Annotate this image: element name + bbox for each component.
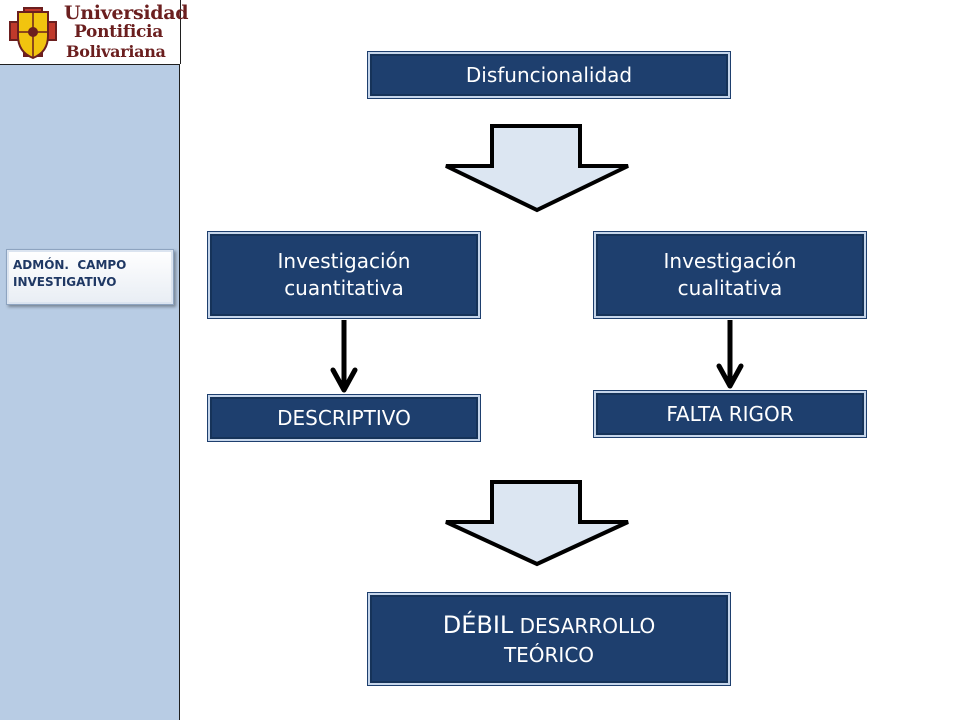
box-label: Disfuncionalidad [465, 62, 633, 87]
quantitative-research-box: Investigación cuantitativa [208, 232, 480, 318]
logo-line-1: Universidad [64, 2, 189, 24]
logo-wordmark: Universidad Pontificia Bolivariana [64, 2, 189, 62]
block-arrow-down-icon [445, 124, 629, 213]
university-seal-icon [9, 7, 57, 60]
box-label-rest: DESARROLLO [513, 614, 656, 639]
sidebar-section-label[interactable]: ADMÓN. CAMPO INVESTIGATIVO [6, 249, 174, 305]
box-label-line-2: cuantitativa [284, 276, 404, 300]
weak-theoretical-development-box: DÉBIL DESARROLLO TEÓRICO [368, 593, 730, 685]
box-label: DESCRIPTIVO [277, 405, 411, 430]
arrow-down-icon [330, 320, 358, 393]
logo-line-2: Pontificia [74, 22, 163, 42]
arrow-down-icon [716, 320, 744, 389]
logo: Universidad Pontificia Bolivariana [0, 0, 189, 64]
qualitative-research-box: Investigación cualitativa [594, 232, 866, 318]
box-label-line-1: Investigación [663, 249, 797, 273]
descriptivo-box: DESCRIPTIVO [208, 395, 480, 441]
box-label-line-1: Investigación [277, 249, 411, 273]
falta-rigor-box: FALTA RIGOR [594, 391, 866, 437]
box-label-emphasis: DÉBIL [442, 611, 514, 640]
disfuncionalidad-box: Disfuncionalidad [368, 52, 730, 98]
block-arrow-down-icon [445, 480, 629, 567]
box-label-line-2: cualitativa [677, 276, 783, 300]
sidebar [0, 64, 180, 720]
logo-line-3: Bolivariana [66, 42, 166, 61]
sidebar-label-line-1: ADMÓN. CAMPO [13, 258, 127, 272]
sidebar-label-line-2: INVESTIGATIVO [13, 275, 117, 289]
box-label-line-2: TEÓRICO [503, 642, 595, 667]
box-label: FALTA RIGOR [666, 401, 794, 426]
